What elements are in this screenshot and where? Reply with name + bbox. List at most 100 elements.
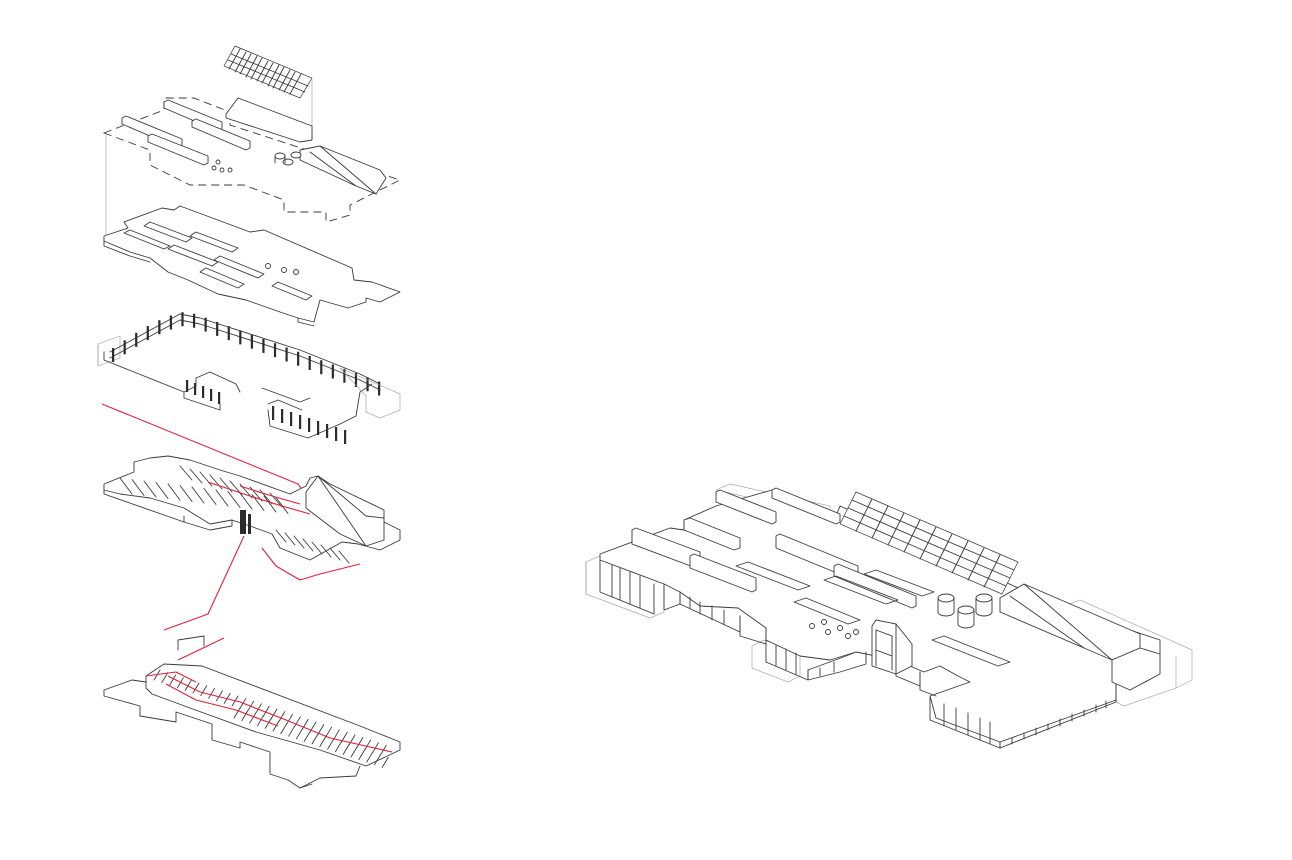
wall-pier bbox=[112, 348, 115, 362]
roof-slab-layer bbox=[103, 205, 401, 327]
basement-partition bbox=[358, 749, 366, 761]
basement-partition bbox=[319, 736, 327, 748]
solar-panel-array-main bbox=[839, 491, 1019, 595]
wall-pier bbox=[202, 386, 205, 398]
wall-pier bbox=[273, 343, 277, 358]
basement-partition bbox=[327, 738, 335, 750]
basement-partition bbox=[334, 741, 342, 753]
wall-pier bbox=[317, 421, 320, 435]
ground-floor-plan-layer bbox=[103, 455, 401, 581]
wall-pier bbox=[354, 373, 358, 388]
room-partition bbox=[191, 486, 205, 504]
wall-pier bbox=[343, 368, 346, 383]
wall-pier bbox=[335, 427, 338, 441]
basement-rooms bbox=[153, 669, 389, 768]
basement-partition bbox=[262, 705, 270, 717]
water-tanks-main bbox=[937, 593, 993, 629]
circulation-line-lower bbox=[163, 535, 245, 631]
room-partition bbox=[302, 538, 314, 552]
basement-partition bbox=[325, 726, 333, 738]
room-partition bbox=[227, 491, 241, 508]
wall-pier bbox=[297, 351, 300, 366]
basement-partition bbox=[295, 728, 303, 740]
wall-pier bbox=[320, 360, 323, 375]
basement-partition bbox=[280, 723, 288, 735]
wall-pier bbox=[218, 392, 221, 404]
basement-partition bbox=[241, 710, 249, 722]
wall-pier bbox=[326, 424, 329, 438]
exploded-axonometric bbox=[97, 45, 402, 789]
wall-pier bbox=[204, 317, 207, 332]
facade-walls-layer bbox=[97, 312, 401, 444]
wall-pier bbox=[146, 326, 149, 341]
wall-pier bbox=[216, 321, 219, 336]
wall-pier bbox=[192, 313, 196, 328]
room-partition bbox=[189, 468, 203, 484]
room-partition bbox=[119, 477, 133, 495]
roof-vents bbox=[211, 159, 233, 173]
basement-partition bbox=[350, 746, 358, 758]
basement-partition bbox=[270, 708, 278, 720]
basement-partition bbox=[169, 674, 177, 686]
wall-pier bbox=[181, 312, 184, 327]
roof-layer bbox=[102, 45, 402, 223]
basement-partition bbox=[288, 725, 296, 737]
wall-pier bbox=[308, 355, 311, 370]
basement-partition bbox=[366, 751, 374, 763]
basement-partition bbox=[208, 687, 216, 699]
roof-skylights bbox=[121, 97, 313, 166]
room-partition bbox=[203, 488, 217, 505]
wall-pier bbox=[344, 430, 347, 444]
basement-partition bbox=[311, 733, 319, 745]
room-partition bbox=[320, 544, 332, 558]
wall-pier bbox=[123, 340, 126, 355]
basement-partition bbox=[184, 679, 192, 691]
room-partition bbox=[269, 492, 283, 508]
wall-pier bbox=[194, 383, 197, 395]
basement-partition bbox=[332, 729, 340, 741]
building-facades bbox=[599, 559, 1117, 749]
basement-partition bbox=[264, 717, 272, 729]
wall-pier bbox=[135, 332, 138, 347]
wall-pier bbox=[262, 338, 265, 353]
basement-partition bbox=[303, 730, 311, 742]
wall-pier bbox=[227, 326, 230, 341]
room-partition bbox=[338, 550, 350, 564]
room-partition bbox=[239, 492, 253, 510]
wall-pier bbox=[281, 409, 284, 423]
wall-pier bbox=[299, 415, 302, 429]
basement-partition bbox=[249, 712, 257, 724]
room-partition bbox=[275, 529, 287, 543]
water-tanks bbox=[274, 151, 302, 166]
slab-openings bbox=[123, 221, 313, 301]
basement-partition bbox=[286, 713, 294, 725]
window-mullions-main bbox=[611, 564, 1107, 745]
basement-partition bbox=[348, 734, 356, 746]
wall-pier bbox=[331, 364, 334, 379]
basement-partition bbox=[342, 743, 350, 755]
sloped-hall-volume bbox=[999, 583, 1161, 691]
basement-partition bbox=[364, 739, 372, 751]
room-partition bbox=[179, 465, 193, 481]
room-partition bbox=[155, 482, 169, 499]
room-partition bbox=[311, 541, 323, 555]
wall-pier bbox=[186, 380, 189, 392]
room-partition bbox=[167, 483, 181, 501]
wall-pier bbox=[272, 406, 275, 420]
wall-pier bbox=[239, 330, 242, 345]
basement-partition bbox=[161, 672, 169, 684]
basement-partition bbox=[301, 718, 309, 730]
wall-pier bbox=[290, 412, 293, 426]
basement-partition bbox=[200, 685, 208, 697]
room-partition bbox=[263, 495, 277, 513]
basement-partition bbox=[278, 711, 286, 723]
room-partition bbox=[199, 471, 213, 487]
basement-partition bbox=[233, 707, 241, 719]
basement-partition bbox=[192, 682, 200, 694]
building-axonometric bbox=[585, 483, 1193, 749]
wall-pier bbox=[285, 347, 288, 362]
basement-partition bbox=[293, 716, 301, 728]
basement-partition bbox=[356, 737, 364, 749]
basement-partition bbox=[373, 754, 381, 766]
